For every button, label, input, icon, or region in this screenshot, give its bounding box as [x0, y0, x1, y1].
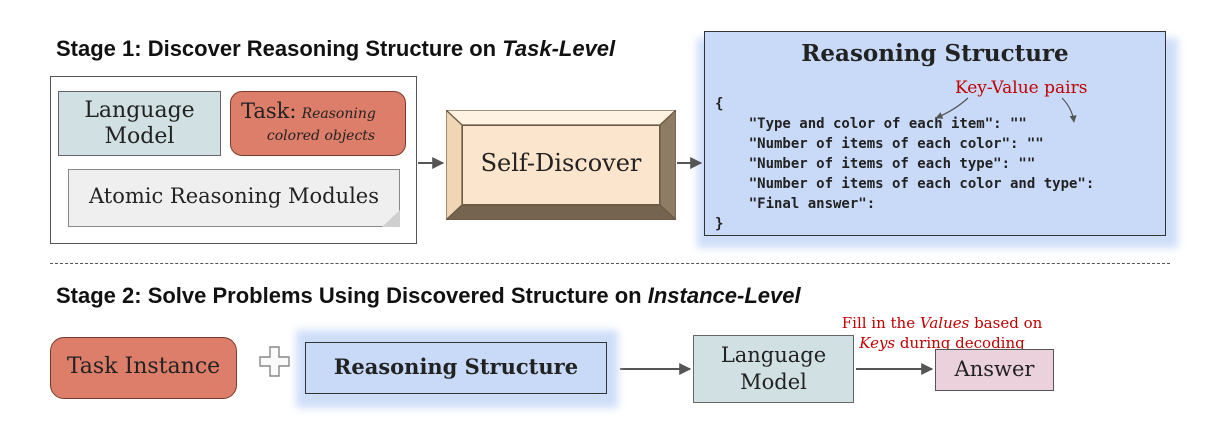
language-model-2-line2: Model [740, 370, 807, 394]
annotation-arrow-key [935, 97, 969, 119]
reasoning-structure-box [704, 31, 1166, 236]
task-desc-line2: colored objects [266, 128, 376, 144]
language-model-line2: Model [104, 124, 175, 149]
code-line-4: "Number of items of each type": "" [715, 156, 1036, 172]
language-model-line1: Language [84, 98, 195, 123]
atomic-reasoning-modules-box: Atomic Reasoning Modules [68, 169, 400, 227]
answer-box: Answer [935, 349, 1054, 391]
task-desc-line1: Reasoning [301, 106, 376, 122]
stage1-title-italic: Task-Level [502, 36, 616, 61]
stage-divider [50, 263, 1170, 264]
fill-note-part2: based on [969, 314, 1043, 332]
task-label: Task: [241, 99, 297, 123]
task-instance-box: Task Instance [50, 337, 237, 399]
stage1-title-prefix: Stage 1: Discover Reasoning Structure on [56, 36, 503, 61]
stage1-title: Stage 1: Discover Reasoning Structure on… [56, 36, 615, 62]
self-discover-label: Self-Discover [462, 125, 660, 205]
code-line-3: "Number of items of each color": "" [715, 136, 1044, 152]
reasoning-structure-2-box: Reasoning Structure [305, 342, 607, 394]
code-line-6: "Final answer": [715, 196, 876, 212]
fill-note-keys: Keys [859, 334, 896, 352]
reasoning-structure-title: Reasoning Structure [801, 40, 1069, 67]
annotation-arrow-value [1061, 97, 1077, 123]
key-value-annotation: Key-Value pairs [955, 78, 1088, 98]
fill-note-values: Values [919, 314, 970, 332]
language-model-box: Language Model [58, 91, 221, 156]
stage2-title: Stage 2: Solve Problems Using Discovered… [56, 283, 801, 309]
fill-note-part3: during decoding [895, 334, 1025, 352]
code-line-7: } [715, 216, 724, 232]
fill-note-part1: Fill in the [841, 314, 920, 332]
plus-icon [259, 346, 290, 377]
task-box: Task: Reasoning colored objects [230, 91, 406, 156]
language-model-2-box: Language Model [693, 335, 854, 403]
stage2-title-italic: Instance-Level [647, 283, 801, 308]
fill-note: Fill in the Values based on Keys during … [832, 313, 1052, 353]
stage2-title-prefix: Stage 2: Solve Problems Using Discovered… [56, 283, 648, 308]
code-line-5: "Number of items of each color and type"… [715, 176, 1095, 192]
code-line-1: { [715, 96, 724, 112]
self-discover-bevel [446, 110, 676, 220]
language-model-2-line1: Language [720, 343, 827, 367]
code-line-2: "Type and color of each item": "" [715, 116, 1027, 132]
